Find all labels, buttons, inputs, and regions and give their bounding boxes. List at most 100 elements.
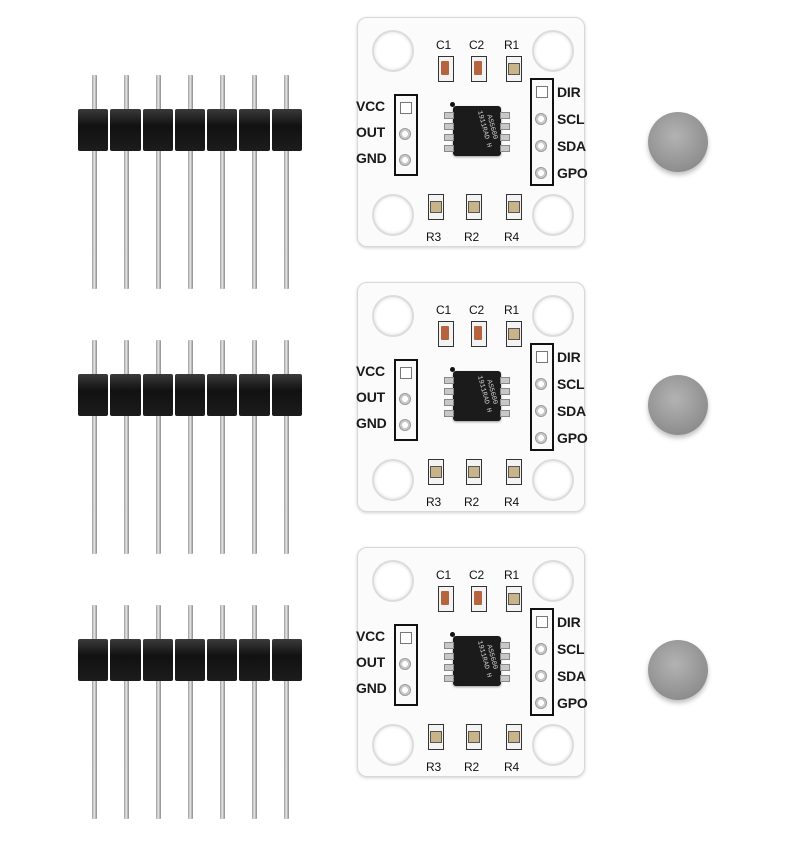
header-pin <box>91 75 97 113</box>
solder-pad <box>535 643 547 655</box>
header-plastic-body <box>78 639 302 681</box>
component-label: C2 <box>469 568 484 582</box>
header-plastic-segment <box>142 374 173 416</box>
smd-component <box>506 194 522 220</box>
smd-component <box>506 56 522 82</box>
solder-pad <box>535 167 547 179</box>
solder-pad <box>535 697 547 709</box>
header-pin <box>219 149 225 289</box>
header-plastic-segment <box>271 109 302 151</box>
smd-component <box>506 321 522 347</box>
component-label: R3 <box>426 760 441 774</box>
header-pin <box>155 605 161 643</box>
pin-header <box>78 605 302 855</box>
component-label: R3 <box>426 230 441 244</box>
header-pin <box>91 340 97 378</box>
header-pin <box>155 340 161 378</box>
smd-component <box>506 586 522 612</box>
pin-label-gnd: GND <box>356 680 387 696</box>
header-plastic-segment <box>174 109 206 151</box>
header-plastic-segment <box>142 639 173 681</box>
pin-label-scl: SCL <box>557 376 585 392</box>
resistor <box>508 328 520 340</box>
header-plastic-segment <box>142 109 173 151</box>
pin-label-gpo: GPO <box>557 430 588 446</box>
chip-lead <box>500 675 510 682</box>
chip-lead <box>444 377 454 384</box>
chip-marking: AS5600 1911RAD H <box>475 639 499 679</box>
header-pin <box>283 149 289 289</box>
chip-lead <box>444 112 454 119</box>
solder-pad <box>535 378 547 390</box>
pin-label-dir: DIR <box>557 349 581 365</box>
header-pin <box>91 149 97 289</box>
pin-label-gpo: GPO <box>557 695 588 711</box>
mounting-hole <box>372 724 414 766</box>
smd-component <box>466 194 482 220</box>
pin1-marker <box>450 632 455 637</box>
solder-pad <box>399 684 411 696</box>
mounting-hole <box>372 194 414 236</box>
solder-pad <box>535 140 547 152</box>
chip-lead <box>444 410 454 417</box>
header-pin <box>187 75 193 113</box>
header-pin <box>283 75 289 113</box>
solder-pad <box>399 419 411 431</box>
mounting-hole <box>372 295 414 337</box>
component-label: R4 <box>504 495 519 509</box>
header-pin <box>155 75 161 113</box>
capacitor <box>441 326 449 340</box>
solder-pad <box>400 102 412 114</box>
solder-pad <box>536 351 548 363</box>
mounting-hole <box>532 30 574 72</box>
solder-pad <box>535 113 547 125</box>
as5600-chip: AS5600 1911RAD H <box>453 371 501 421</box>
header-pin <box>91 414 97 554</box>
header-pin <box>283 679 289 819</box>
header-pin <box>283 605 289 643</box>
chip-lead <box>444 653 454 660</box>
header-pin <box>219 679 225 819</box>
chip-lead <box>500 653 510 660</box>
header-plastic-segment <box>271 639 302 681</box>
round-magnet <box>648 640 708 700</box>
component-label: R2 <box>464 230 479 244</box>
solder-pad <box>536 616 548 628</box>
capacitor <box>441 591 449 605</box>
pin-label-vcc: VCC <box>356 98 385 114</box>
pin-label-gpo: GPO <box>557 165 588 181</box>
chip-lead <box>500 410 510 417</box>
header-pin <box>187 149 193 289</box>
mounting-hole <box>372 30 414 72</box>
capacitor <box>474 591 482 605</box>
header-plastic-segment <box>174 639 206 681</box>
as5600-chip: AS5600 1911RAD H <box>453 636 501 686</box>
header-pin <box>219 340 225 378</box>
pin-label-dir: DIR <box>557 84 581 100</box>
pin-label-dir: DIR <box>557 614 581 630</box>
header-pin <box>91 605 97 643</box>
header-plastic-segment <box>239 639 270 681</box>
header-pin <box>187 340 193 378</box>
header-pin <box>219 414 225 554</box>
component-label: R2 <box>464 760 479 774</box>
solder-pad <box>400 367 412 379</box>
resistor <box>508 731 520 743</box>
smd-component <box>506 459 522 485</box>
component-label: R3 <box>426 495 441 509</box>
chip-lead <box>444 399 454 406</box>
smd-component <box>428 459 444 485</box>
chip-marking: AS5600 1911RAD H <box>475 109 499 149</box>
header-plastic-segment <box>78 109 109 151</box>
header-plastic-segment <box>174 374 206 416</box>
solder-pad <box>399 128 411 140</box>
mounting-hole <box>532 560 574 602</box>
resistor <box>430 731 442 743</box>
chip-lead <box>444 675 454 682</box>
header-pin <box>283 414 289 554</box>
solder-pad <box>399 393 411 405</box>
header-plastic-segment <box>239 109 270 151</box>
header-pin <box>251 605 257 643</box>
resistor <box>468 731 480 743</box>
header-plastic-segment <box>78 374 109 416</box>
